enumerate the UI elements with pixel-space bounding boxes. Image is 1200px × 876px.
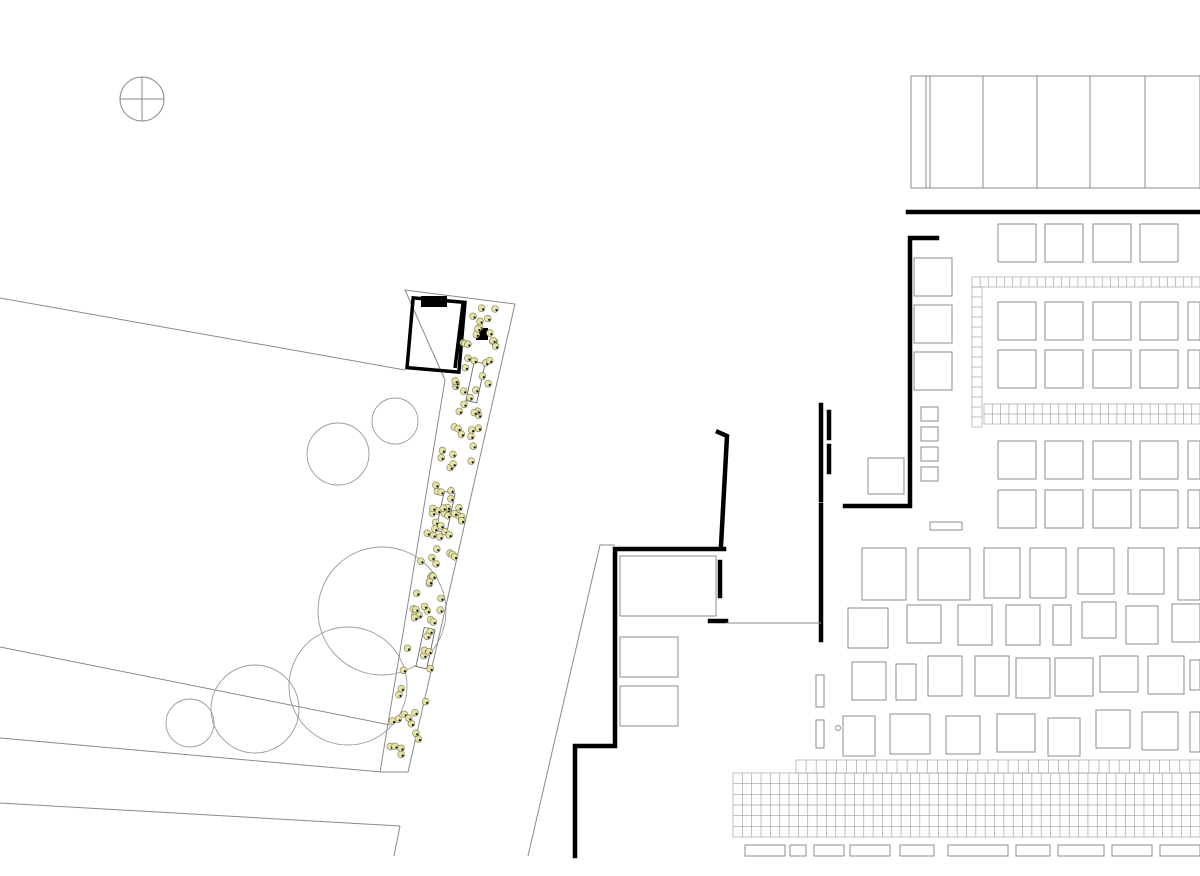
terrace-seat [449,460,457,468]
terrace-seat [474,424,483,432]
terrace-seat [437,488,445,496]
terrace-seat [477,304,486,312]
terrace-seat [457,516,466,525]
terrace-seat [397,744,405,752]
terrace-seat [464,340,472,348]
terrace-seat [450,553,459,561]
terrace-seat [469,312,477,320]
terrace-seat [423,632,431,640]
terrace-seat [449,450,457,459]
terrace-seat [457,430,466,438]
terrace-seat [470,357,478,365]
terrace-seat [476,317,484,325]
terrace-seat [447,487,455,495]
terrace-seat [425,648,433,656]
terrace-seat [464,354,472,362]
terrace-seat [429,572,437,581]
terrace-seat [438,446,447,455]
terrace-seat [459,387,468,395]
terrace-seat [429,504,437,513]
terrace-seat [478,372,487,380]
terrace-seat [411,708,419,717]
terrace-seat [411,613,419,622]
terrace-seat [444,512,452,520]
terrace-strip [379,289,516,773]
terrace-seat [472,386,480,394]
terrace-seat [484,380,492,388]
terrace-seat [468,426,476,434]
terrace-seat [486,329,494,337]
site-boundary-lines [0,297,406,857]
terrace-seat [455,504,463,512]
terrace-seat [447,495,455,503]
terrace-seat [491,305,499,313]
terrace-seat [420,602,429,611]
terrace-seat [466,393,474,402]
terrace-seat [469,442,477,450]
terrace-seat [437,594,445,603]
terrace-seat [420,651,428,660]
right-building-plan [732,223,1200,857]
terrace-seat [425,578,434,586]
terrace-seat [395,690,403,699]
terrace-seat [486,356,494,365]
terrace-seat [405,714,413,722]
terrace-seat [437,454,445,462]
terrace-seat [467,432,475,441]
terrace-seat [467,457,475,465]
terrace-seat [460,400,468,409]
terrace-seat [421,697,430,706]
terrace-seat [432,560,440,568]
terrace-seat [412,605,420,614]
terrace-seat [397,750,405,759]
terrace-seat [436,606,444,614]
terrace-seat [417,557,425,565]
terrace-seat [439,504,447,512]
terrace-seat [474,325,482,333]
terrace-seat [470,408,478,417]
terrace-seat [451,377,459,385]
terrace-seat [489,336,497,345]
terrace-seat [388,717,397,725]
terrace-seat [461,364,470,372]
terrace-seat [429,618,437,626]
terrace-seat [397,684,405,693]
terrace-seats [386,304,500,759]
terrace-seat [412,729,420,737]
terrace-seat [431,518,440,527]
tree-canopies [165,397,447,754]
terrace-seat [450,509,459,518]
terrace-seat [399,666,408,674]
terrace-seat [426,664,434,673]
terrace-seat [431,525,439,533]
terrace-seat [413,589,421,597]
terrace-seat [403,644,412,652]
terrace-seat [428,553,436,562]
terrace-seat [445,531,453,539]
terrace-seat [423,529,431,537]
terrace-kiosk-block [421,296,447,307]
building-outlines [527,457,963,857]
terrace-seat [454,425,462,433]
terrace-seat [432,481,440,489]
building-walls [572,209,1200,859]
terrace-seat [391,742,399,750]
terrace-seat [455,407,463,416]
terrace-table [465,360,486,404]
terrace-seat [436,533,444,541]
north-arrow-icon [119,76,165,122]
terrace-seat [484,314,492,323]
terrace-seat [437,522,445,530]
roof-panel [910,75,1200,189]
terrace-seat [433,545,441,553]
